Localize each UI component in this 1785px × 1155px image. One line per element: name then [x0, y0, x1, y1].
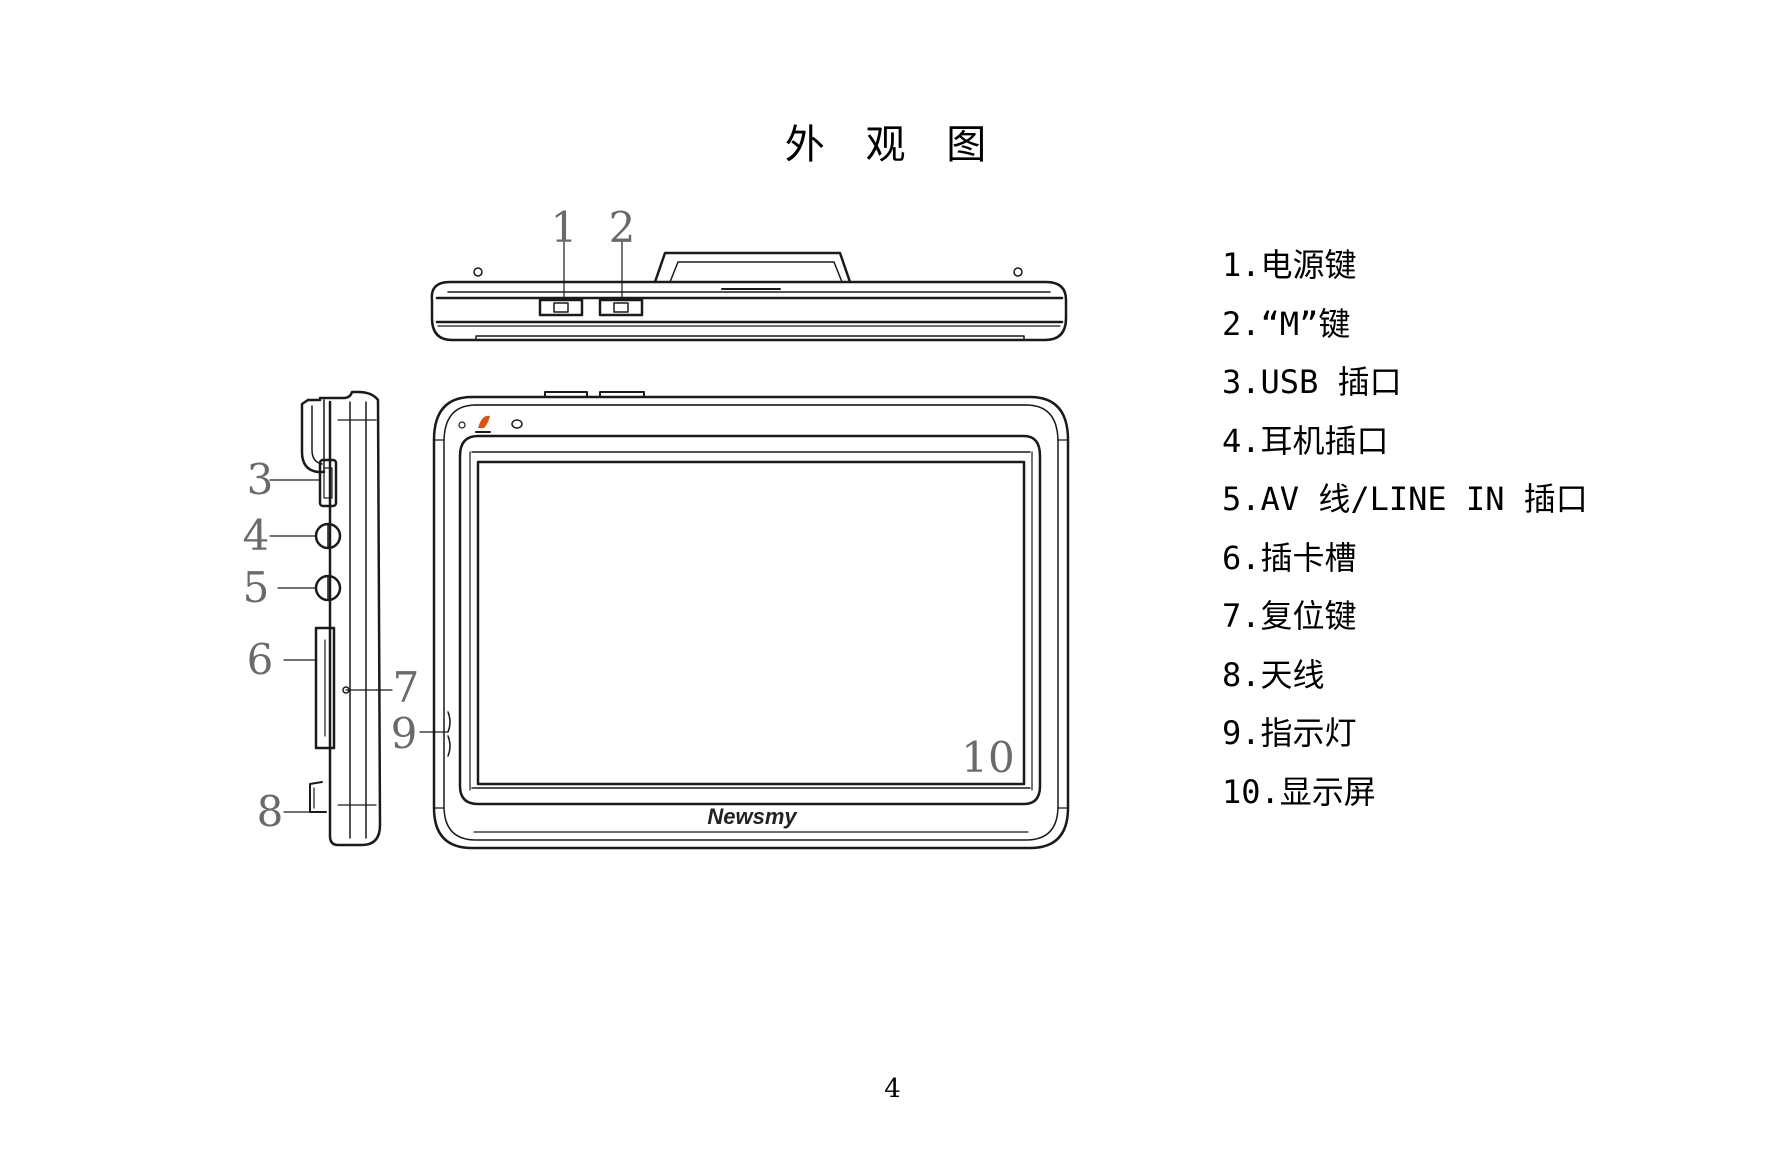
callout-2: 2	[609, 203, 636, 252]
callout-8: 8	[257, 787, 284, 836]
top-view	[430, 251, 1068, 342]
legend-item: 5.AV 线/LINE IN 插口	[1222, 480, 1588, 518]
page-number: 4	[884, 1074, 901, 1104]
antenna	[309, 781, 327, 813]
card-slot	[314, 626, 336, 750]
callout-9: 9	[391, 709, 418, 758]
power-button	[538, 298, 584, 317]
legend-item: 1.电源键	[1222, 246, 1357, 284]
callout-4: 4	[243, 511, 270, 560]
legend-item: 2.“M”键	[1222, 304, 1351, 343]
indicator-led	[478, 415, 490, 428]
callout-1: 1	[551, 203, 578, 252]
callout-5: 5	[243, 563, 270, 612]
display-screen	[476, 460, 1026, 786]
front-view	[432, 391, 1070, 850]
side-view	[269, 224, 623, 847]
legend-item: 6.插卡槽	[1222, 538, 1357, 577]
legend-item: 8.天线	[1222, 655, 1325, 694]
legend-item: 4.耳机插口	[1222, 421, 1389, 460]
legend-item: 7.复位键	[1222, 597, 1357, 635]
callout-6: 6	[247, 635, 274, 684]
m-button	[598, 298, 644, 317]
usb-port	[318, 458, 338, 508]
legend-item: 3.USB 插口	[1222, 363, 1402, 401]
callout-7: 7	[393, 663, 420, 712]
legend-item: 10.显示屏	[1222, 772, 1376, 811]
legend-item: 9.指示灯	[1222, 714, 1357, 752]
brand-logo: Newsmy	[707, 804, 798, 829]
parts-legend: 1.电源键 2.“M”键 3.USB 插口 4.耳机插口 5.AV 线/LINE…	[1222, 236, 1588, 821]
callout-10: 10	[961, 733, 1014, 782]
page-title: 外 观 图	[784, 122, 1001, 168]
callout-3: 3	[247, 455, 274, 504]
indicator-light	[447, 711, 451, 733]
